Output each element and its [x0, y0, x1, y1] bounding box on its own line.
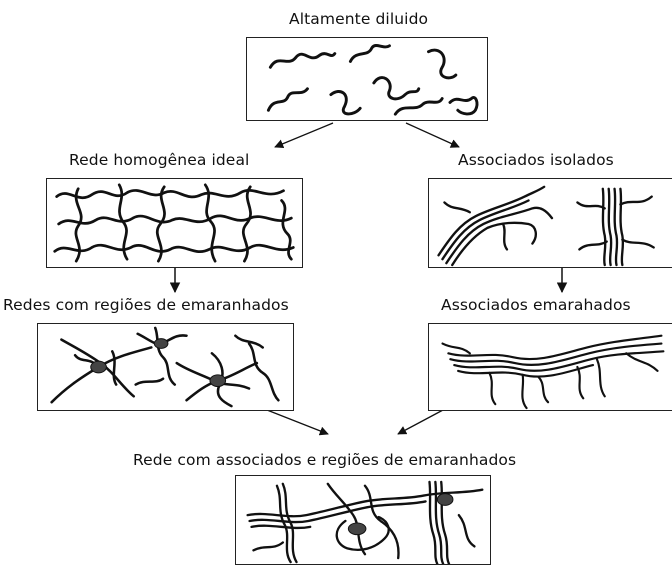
- label-associados-emarahados: Associados emarahados: [441, 296, 631, 314]
- label-altamente-diluido: Altamente diluido: [289, 10, 428, 28]
- homogeneous-network-illustration: [47, 179, 302, 267]
- box-redes-com-regioes: [37, 323, 294, 411]
- box-altamente-diluido: [246, 37, 488, 121]
- arrow-top-to-right: [406, 123, 459, 147]
- box-rede-homogenea-ideal: [46, 178, 303, 268]
- arrow-right2-to-bottom: [398, 410, 443, 434]
- entanglement-knot-2: [154, 339, 168, 349]
- label-rede-com-associados: Rede com associados e regiões de emaranh…: [133, 451, 516, 469]
- entangled-associates-illustration: [429, 324, 672, 410]
- arrow-left2-to-bottom: [267, 410, 328, 434]
- entanglement-knot-5: [437, 494, 453, 506]
- box-rede-com-associados: [235, 475, 491, 565]
- arrow-top-to-left: [275, 123, 333, 147]
- entangled-network-illustration: [38, 324, 293, 410]
- combined-network-illustration: [236, 476, 490, 564]
- box-associados-emarahados: [428, 323, 672, 411]
- isolated-associates-illustration: [429, 179, 672, 267]
- label-rede-homogenea-ideal: Rede homogênea ideal: [69, 151, 249, 169]
- diluted-chains-illustration: [247, 38, 487, 120]
- entanglement-knot-1: [91, 361, 107, 373]
- entanglement-knot-3: [210, 375, 226, 387]
- label-associados-isolados: Associados isolados: [458, 151, 614, 169]
- label-redes-com-regioes: Redes com regiões de emaranhados: [3, 296, 289, 314]
- box-associados-isolados: [428, 178, 672, 268]
- entanglement-knot-4: [348, 523, 366, 535]
